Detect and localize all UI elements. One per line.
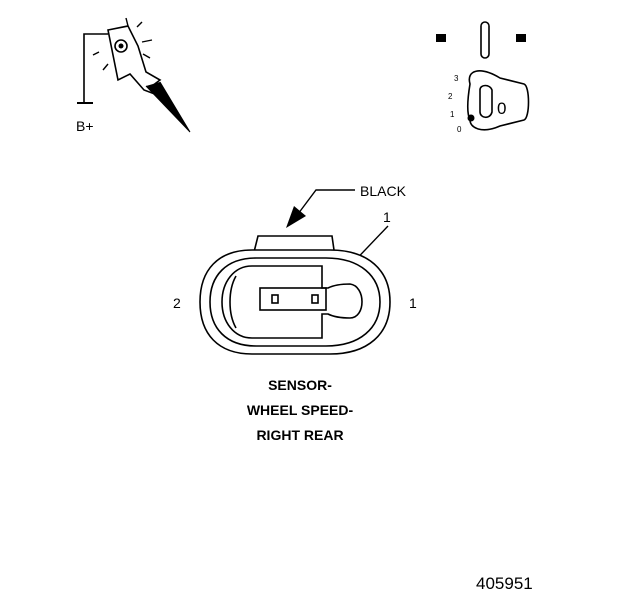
ignition-position-0: 0	[457, 125, 462, 134]
probe-needle-icon	[145, 81, 191, 133]
cavity-left-label: 2	[173, 295, 181, 311]
ignition-slot-right-icon	[516, 34, 526, 42]
light-rays-icon	[92, 17, 153, 71]
connector-latch	[253, 235, 335, 253]
ignition-switch-icon	[436, 21, 530, 131]
ignition-position-1: 1	[450, 110, 455, 119]
connector-color-label: BLACK	[360, 183, 407, 199]
black-leader-arrow	[286, 189, 355, 228]
ignition-position-2: 2	[448, 92, 453, 101]
ignition-key-label: 0	[497, 99, 506, 118]
connector-shell-inner	[209, 257, 381, 347]
ignition-indicator-icon	[467, 114, 475, 122]
ignition-slot-center-icon	[480, 21, 490, 59]
caption-line-3: RIGHT REAR	[256, 427, 343, 443]
terminal-slot	[259, 287, 327, 311]
caption-line-1: SENSOR-	[268, 377, 332, 393]
cavity-right-label: 1	[409, 295, 417, 311]
test-light-icon	[77, 17, 191, 133]
b-plus-label: B+	[76, 118, 94, 134]
ignition-position-3: 3	[454, 74, 459, 83]
caption-line-2: WHEEL SPEED-	[247, 402, 354, 418]
ignition-slot-left-icon	[436, 34, 446, 42]
figure-id: 405951	[476, 574, 533, 593]
cavity-2-pin	[271, 294, 279, 304]
cavity-1-pin	[311, 294, 319, 304]
terminal-housing	[221, 265, 363, 339]
connector-body	[199, 235, 391, 355]
b-plus-lead	[83, 33, 108, 103]
callout-number: 1	[383, 209, 391, 225]
connector-shell-outer	[199, 249, 391, 355]
